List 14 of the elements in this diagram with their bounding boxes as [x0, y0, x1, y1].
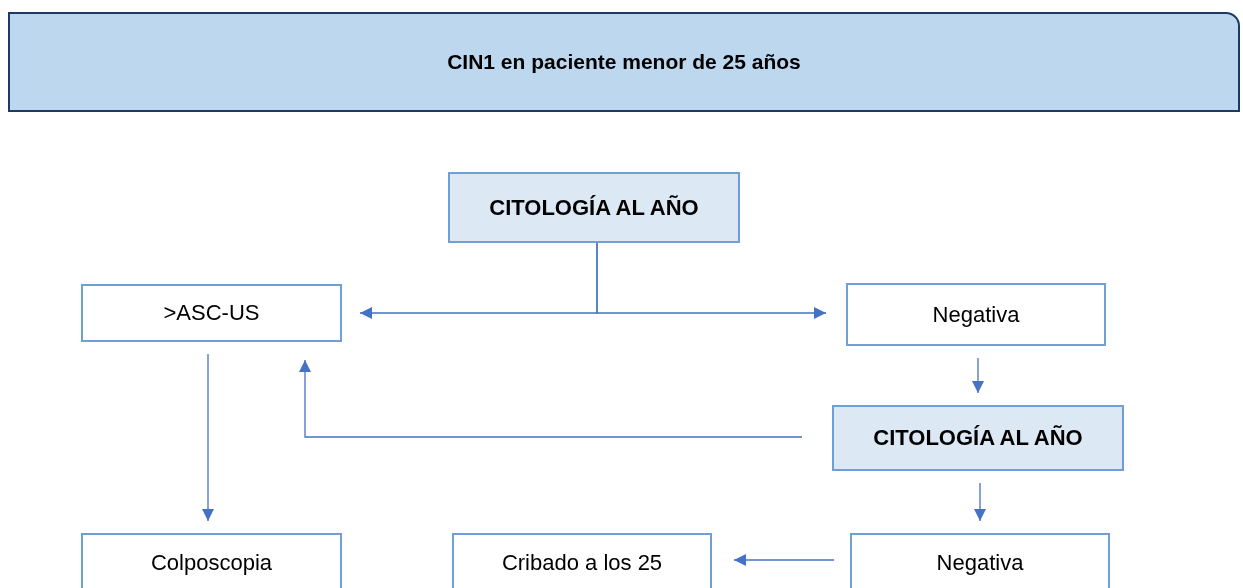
process-box: Negativa	[850, 533, 1110, 588]
arrow	[596, 242, 827, 319]
process-box: Negativa	[846, 283, 1106, 346]
arrow	[972, 357, 984, 394]
arrow	[974, 482, 986, 522]
process-box: >ASC-US	[81, 284, 342, 342]
title-banner: CIN1 en paciente menor de 25 años	[8, 12, 1240, 112]
process-box: Cribado a los 25	[452, 533, 712, 588]
process-box: CITOLOGÍA AL AÑO	[832, 405, 1124, 471]
arrow	[202, 353, 214, 522]
process-box: Colposcopia	[81, 533, 342, 588]
arrow	[299, 359, 803, 438]
process-box: CITOLOGÍA AL AÑO	[448, 172, 740, 243]
arrow	[733, 554, 835, 566]
